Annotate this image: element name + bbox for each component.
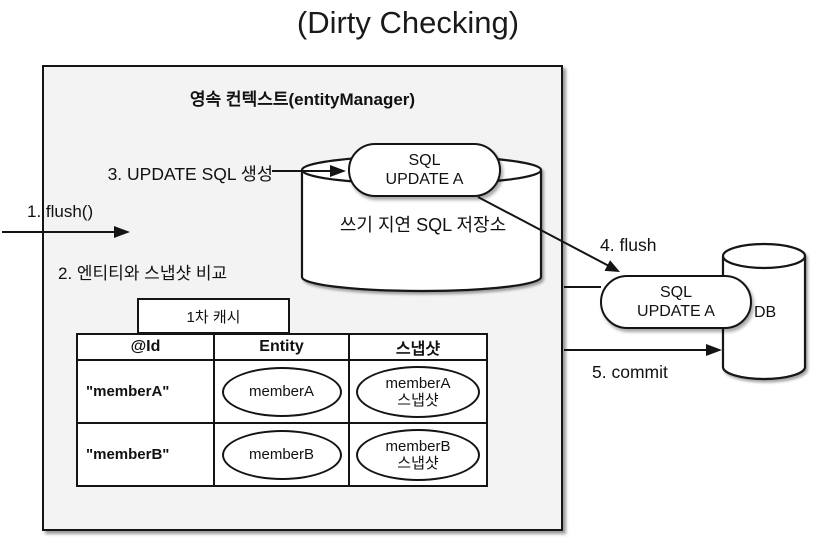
flush-pill-line1: SQL <box>659 284 692 301</box>
row1-snapshot-line1: memberA <box>385 374 451 392</box>
row1-snapshot-line2: 스냅샷 <box>397 391 439 409</box>
sql-store-pill: SQL UPDATE A <box>348 143 501 197</box>
step5-commit-label: 5. commit <box>592 362 668 382</box>
row2-snapshot-line2: 스냅샷 <box>397 454 439 472</box>
row1-entity-cell: memberA <box>213 359 350 424</box>
row2-entity-oval: memberB <box>221 429 342 480</box>
db-label: DB <box>754 304 777 321</box>
step2-compare-label: 2. 엔티티와 스냅샷 비교 <box>58 264 228 283</box>
row2-snapshot-line1: memberB <box>385 437 451 455</box>
header-entity: Entity <box>213 333 350 361</box>
table-row: "memberA" memberA memberA 스냅샷 <box>76 359 488 424</box>
header-snapshot: 스냅샷 <box>348 333 488 361</box>
flush-sql-pill: SQL UPDATE A <box>600 275 752 329</box>
row1-snapshot-cell: memberA 스냅샷 <box>348 359 488 424</box>
table-row: "memberB" memberB memberB 스냅샷 <box>76 422 488 487</box>
page-title: (Dirty Checking) <box>296 5 520 40</box>
row2-entity-cell: memberB <box>213 422 350 487</box>
row2-snapshot-oval: memberB 스냅샷 <box>356 428 480 481</box>
first-level-cache-label: 1차 캐시 <box>186 308 241 326</box>
step1-flush-label: 1. flush() <box>27 202 94 221</box>
sql-store-pill-line2: UPDATE A <box>385 171 464 188</box>
flush-pill-line2: UPDATE A <box>637 303 715 320</box>
row1-id-cell: "memberA" <box>76 359 215 424</box>
row2-entity-text: memberB <box>248 446 315 463</box>
commit-arrow <box>564 344 722 356</box>
persistence-context-title: 영속 컨텍스트(entityManager) <box>189 90 416 109</box>
sql-store-pill-line1: SQL <box>408 152 441 169</box>
row1-entity-text: memberA <box>248 383 315 400</box>
sql-store-label: 쓰기 지연 SQL 저장소 <box>339 215 507 235</box>
row2-id-cell: "memberB" <box>76 422 215 487</box>
row1-entity-oval: memberA <box>221 366 342 417</box>
step4-flush-label: 4. flush <box>600 235 657 255</box>
first-level-cache-box: 1차 캐시 <box>137 298 290 334</box>
row1-snapshot-oval: memberA 스냅샷 <box>356 365 480 418</box>
header-id: @Id <box>76 333 215 361</box>
row2-snapshot-cell: memberB 스냅샷 <box>348 422 488 487</box>
cache-table-header-row: @Id Entity 스냅샷 <box>76 333 488 361</box>
step3-update-sql-label: 3. UPDATE SQL 생성 <box>107 164 273 184</box>
cache-table: @Id Entity 스냅샷 "memberA" memberA memberA… <box>76 333 488 487</box>
